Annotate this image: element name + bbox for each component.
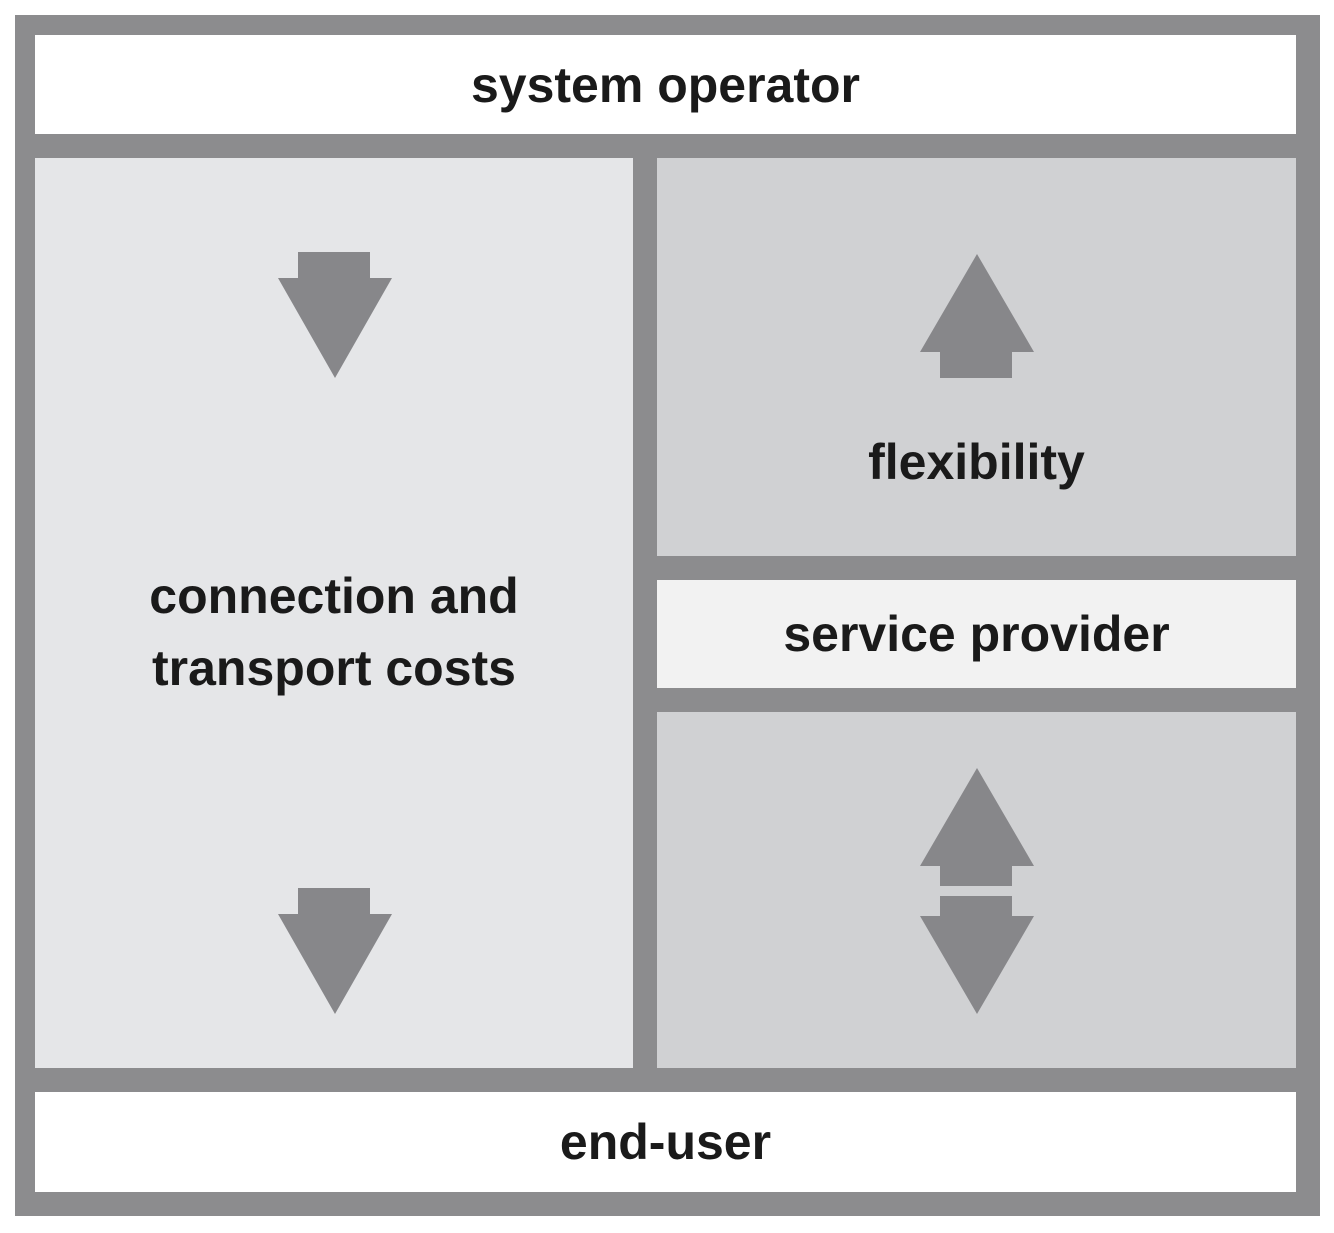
end-user-label: end-user bbox=[559, 1114, 772, 1170]
arrow-up-down-icon bbox=[920, 768, 1034, 1014]
flexibility-label: flexibility bbox=[868, 434, 1085, 490]
service-provider-box: service provider bbox=[657, 580, 1296, 688]
connection-costs-line1: connection and bbox=[149, 568, 519, 624]
arrow-down-icon bbox=[278, 252, 392, 378]
system-operator-box: system operator bbox=[35, 35, 1296, 134]
connection-costs-label: connection and transport costs bbox=[35, 560, 633, 704]
connection-costs-line2: transport costs bbox=[152, 640, 516, 696]
system-operator-label: system operator bbox=[470, 56, 861, 113]
service-provider-label: service provider bbox=[783, 606, 1170, 662]
end-user-box: end-user bbox=[35, 1092, 1296, 1192]
arrow-down-icon bbox=[278, 888, 392, 1014]
arrow-up-icon bbox=[920, 254, 1034, 378]
